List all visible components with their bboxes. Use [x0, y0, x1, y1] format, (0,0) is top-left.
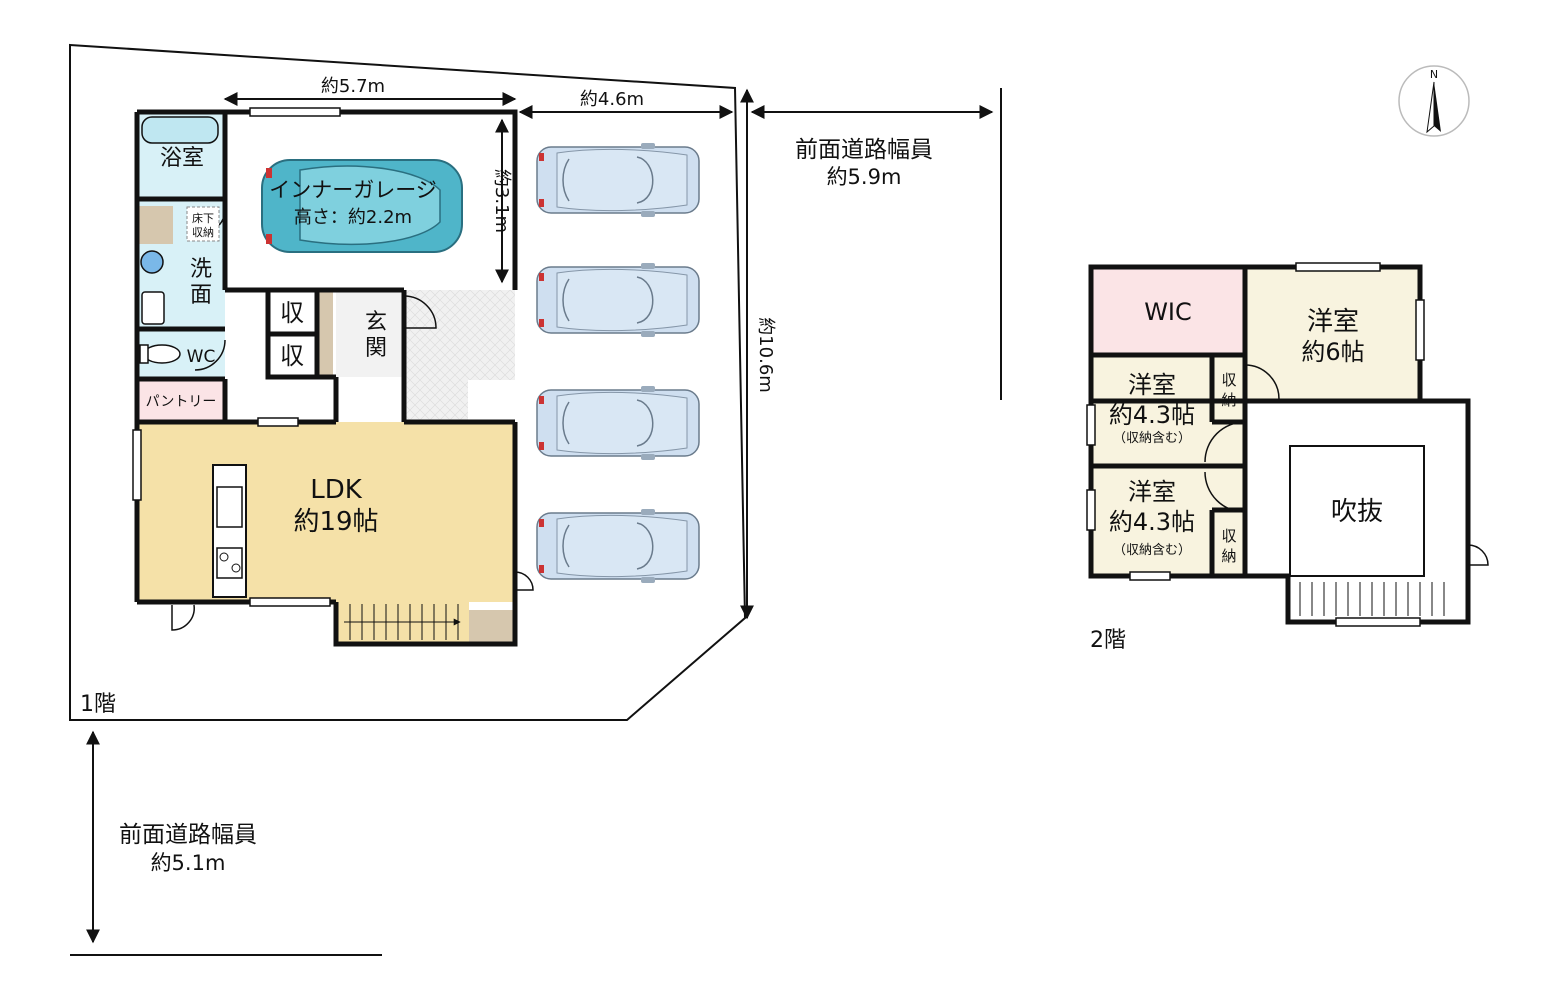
compass-north-label: N — [1430, 68, 1438, 81]
room-ldk-size: 約19帖 — [293, 507, 378, 537]
room-western-b-note: （収納含む） — [1113, 542, 1191, 558]
entrance-tile — [404, 290, 515, 380]
floor2-doors — [1204, 364, 1489, 566]
storage-b-label-2: 納 — [1221, 547, 1236, 565]
dim-garage-depth-label: 約3.1m — [491, 169, 512, 233]
room-western-a-note: （収納含む） — [1113, 430, 1191, 446]
entrance-tile-2 — [404, 380, 468, 422]
storage-b-label-1: 収 — [1221, 527, 1236, 545]
cooktop — [216, 547, 243, 579]
burner — [219, 552, 229, 562]
washing-machine — [140, 250, 164, 274]
underfloor-storage-box — [186, 206, 220, 242]
burner — [231, 563, 241, 573]
bathtub — [141, 116, 219, 144]
road-south-width: 約5.1m — [151, 851, 226, 875]
room-entrance-label-2: 関 — [365, 336, 387, 361]
void-inner — [1289, 445, 1425, 577]
floor2-windows — [1086, 262, 1425, 627]
room-ldk-label: LDK — [310, 475, 363, 505]
garage-car — [261, 159, 463, 253]
storage-shelf-2 — [317, 290, 333, 377]
room-void-label: 吹抜 — [1331, 497, 1383, 527]
parked-car — [536, 142, 700, 218]
entrance-floor — [336, 290, 404, 377]
toilet — [143, 344, 181, 364]
stair-area — [336, 602, 469, 644]
dim-garage-width-label: 約5.7m — [321, 76, 385, 97]
western-b-area — [1091, 466, 1245, 576]
room-wash-label-1: 洗 — [190, 257, 212, 282]
stairs-floor2 — [1299, 582, 1445, 616]
parked-car — [536, 262, 700, 338]
floor1-label: 1階 — [80, 692, 116, 717]
western-a-area — [1091, 355, 1245, 466]
floor1-walls — [134, 109, 518, 647]
room-entrance-label-1: 玄 — [365, 310, 387, 335]
room-western-b-size: 約4.3帖 — [1109, 508, 1195, 536]
road-south-title: 前面道路幅員 — [119, 822, 257, 848]
toilet-tank — [139, 344, 149, 364]
wic-area — [1091, 267, 1245, 355]
underfloor-label-1: 床下 — [192, 211, 214, 225]
wash-sink — [141, 291, 165, 325]
parked-car — [536, 508, 700, 584]
storage-a-label-2: 納 — [1221, 391, 1236, 409]
storage-shelf — [137, 206, 173, 244]
stairs-floor1 — [344, 604, 461, 640]
room-western-b-label: 洋室 — [1128, 478, 1176, 506]
storage-top-label: 収 — [280, 299, 304, 327]
room-pantry-label: パントリー — [146, 394, 217, 410]
storage-bottom-label: 収 — [280, 342, 304, 370]
room-western-a-label: 洋室 — [1128, 371, 1176, 399]
room-garage-label: インナーガレージ — [269, 178, 437, 202]
room-garage-height: 高さ：約2.2m — [294, 207, 412, 228]
compass-icon: N — [1398, 65, 1470, 137]
kitchen-sink — [216, 486, 243, 528]
underfloor-label-2: 収納 — [192, 226, 214, 239]
room-western-main-label: 洋室 — [1307, 307, 1359, 337]
pantry-area — [137, 379, 225, 422]
room-western-main-size: 約6帖 — [1301, 338, 1364, 366]
room-wic-label: WIC — [1144, 298, 1192, 326]
room-western-a-size: 約4.3帖 — [1109, 401, 1195, 429]
storage-a-label-1: 収 — [1221, 371, 1236, 389]
western-main-area — [1245, 267, 1420, 401]
floor1-windows — [132, 107, 341, 607]
room-bath-label: 浴室 — [160, 146, 204, 171]
road-east-title: 前面道路幅員 — [795, 137, 933, 163]
road-east-width: 約5.9m — [827, 165, 902, 189]
ldk-area — [137, 422, 515, 602]
dim-site-depth-label: 約10.6m — [755, 317, 776, 393]
room-wc-label: WC — [187, 347, 216, 367]
room-wash-label-2: 面 — [190, 283, 212, 308]
site-boundary — [69, 43, 747, 721]
floor2-label: 2階 — [1090, 628, 1126, 653]
stair-storage — [469, 610, 515, 644]
parked-car — [536, 385, 700, 461]
dim-parking-width-label: 約4.6m — [580, 89, 644, 110]
